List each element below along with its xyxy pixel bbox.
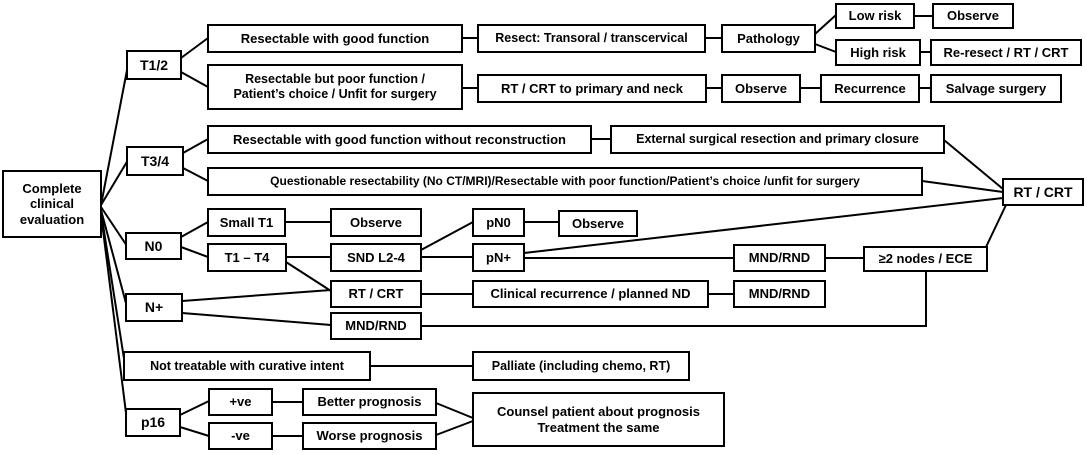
node-complete-clinical-evaluation: Complete clinical evaluation xyxy=(2,170,102,238)
node-mnd-rnd-recurrence: MND/RND xyxy=(733,280,826,308)
node-high-risk: High risk xyxy=(835,39,921,66)
node-recurrence: Recurrence xyxy=(820,74,920,103)
node-questionable-resectability: Questionable resectability (No CT/MRI)/R… xyxy=(207,167,923,196)
node-t1-t4: T1 – T4 xyxy=(207,243,287,272)
node-observe-pn0: Observe xyxy=(558,210,638,237)
node-counsel-patient: Counsel patient about prognosis Treatmen… xyxy=(472,392,725,447)
node-worse-prognosis: Worse prognosis xyxy=(302,422,437,450)
node-not-treatable-curative: Not treatable with curative intent xyxy=(123,351,371,381)
node-pathology: Pathology xyxy=(721,24,816,53)
node-small-t1: Small T1 xyxy=(207,208,286,237)
node-resectable-poor-function: Resectable but poor function / Patient’s… xyxy=(207,64,463,110)
node-pn0: pN0 xyxy=(472,208,525,237)
node-observe-small-t1: Observe xyxy=(330,208,422,237)
node-p16-negative: -ve xyxy=(208,422,273,450)
node-re-resect-rt-crt: Re-resect / RT / CRT xyxy=(930,39,1082,66)
node-rt-crt-primary-and-neck: RT / CRT to primary and neck xyxy=(477,74,707,103)
node-better-prognosis: Better prognosis xyxy=(302,388,437,416)
node-snd-l2-4: SND L2-4 xyxy=(330,243,422,272)
node-palliate: Palliate (including chemo, RT) xyxy=(472,351,690,381)
node-mnd-rnd-nplus: MND/RND xyxy=(330,312,422,340)
node-n-positive: N+ xyxy=(125,293,183,322)
node-2-nodes-ece: ≥2 nodes / ECE xyxy=(863,246,988,272)
node-n0: N0 xyxy=(125,232,182,260)
node-p16: p16 xyxy=(125,408,181,437)
node-observe-after-rt: Observe xyxy=(721,74,801,103)
node-salvage-surgery: Salvage surgery xyxy=(930,74,1062,103)
node-resectable-good-function: Resectable with good function xyxy=(207,24,463,53)
node-rt-crt-main: RT / CRT xyxy=(1002,178,1084,206)
node-low-risk: Low risk xyxy=(835,3,915,29)
node-p16-positive: +ve xyxy=(208,388,273,416)
node-t12: T1/2 xyxy=(126,50,182,80)
node-observe-low-risk: Observe xyxy=(932,3,1014,29)
node-pn-positive: pN+ xyxy=(472,243,525,272)
node-external-surgical-resection: External surgical resection and primary … xyxy=(610,125,945,154)
node-mnd-rnd-pn-positive: MND/RND xyxy=(733,244,826,272)
node-resectable-without-reconstruction: Resectable with good function without re… xyxy=(207,125,592,154)
node-rt-crt-nplus: RT / CRT xyxy=(330,280,422,308)
node-clinical-recurrence-planned-nd: Clinical recurrence / planned ND xyxy=(472,280,709,308)
node-resect-transoral-transcervical: Resect: Transoral / transcervical xyxy=(477,24,706,53)
node-t34: T3/4 xyxy=(126,146,184,176)
